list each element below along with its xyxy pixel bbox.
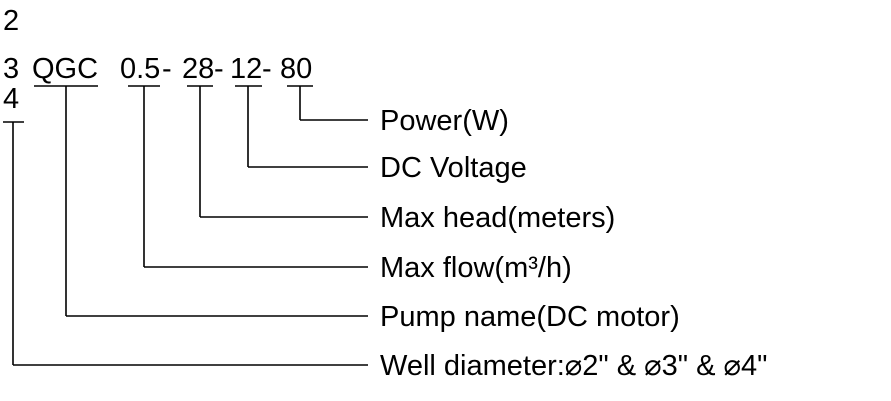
label-power: Power(W) [380, 105, 509, 137]
code-separator-2: - [214, 53, 224, 85]
leader-max-head [187, 85, 368, 218]
code-pump-name: QGC [32, 53, 98, 85]
label-well-diameter: Well diameter:⌀2" & ⌀3" & ⌀4" [380, 350, 767, 382]
code-power: 80 [280, 53, 312, 85]
label-pump-name: Pump name(DC motor) [380, 301, 680, 333]
leader-dc-voltage [235, 85, 368, 168]
label-max-head: Max head(meters) [380, 202, 615, 234]
code-separator-1: - [162, 53, 172, 85]
code-separator-3: - [262, 53, 272, 85]
leader-power [287, 85, 368, 121]
code-max-flow: 0.5 [120, 53, 160, 85]
label-max-flow: Max flow(m³/h) [380, 252, 572, 284]
leader-pump-name [34, 85, 368, 317]
leader-well-diameter [3, 121, 368, 366]
diameter-option-2: 2 [3, 5, 19, 37]
leader-max-flow [128, 85, 368, 268]
code-dc-voltage: 12 [230, 53, 262, 85]
code-max-head: 28 [182, 53, 214, 85]
diameter-option-3: 3 [3, 53, 19, 85]
diameter-option-4: 4 [3, 83, 19, 115]
label-dc-voltage: DC Voltage [380, 152, 527, 184]
